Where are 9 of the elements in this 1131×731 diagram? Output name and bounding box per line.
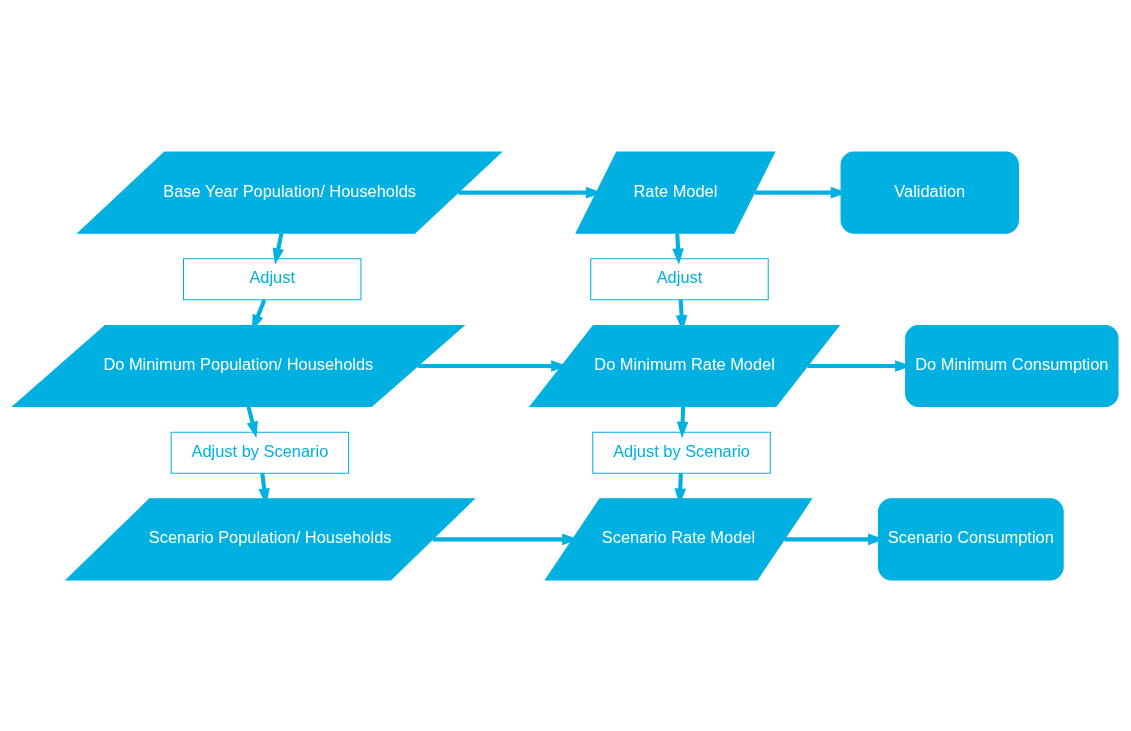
node-box: Adjust bbox=[182, 257, 362, 300]
node-box: Adjust by Scenario bbox=[170, 431, 350, 474]
node-box: Adjust by Scenario bbox=[592, 431, 771, 474]
node-box: Validation bbox=[840, 151, 1020, 234]
arrow bbox=[272, 232, 284, 265]
node-box: Do Minimum Consumption bbox=[905, 324, 1119, 407]
arrow bbox=[246, 405, 258, 438]
node-box: Scenario Consumption bbox=[878, 497, 1064, 580]
node-box: Adjust bbox=[590, 257, 769, 300]
